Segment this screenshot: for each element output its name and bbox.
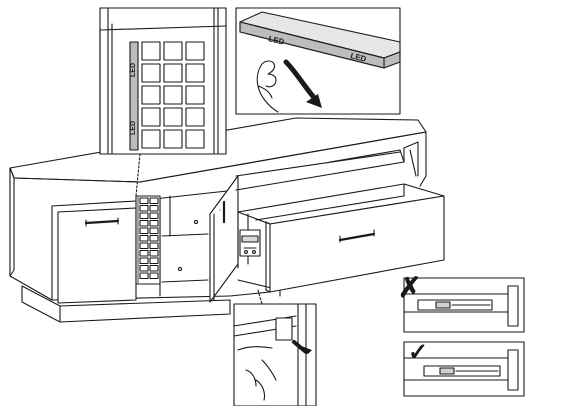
grid-cell	[139, 204, 149, 212]
incorrect-mark-icon: ✗	[398, 272, 421, 303]
grid-cell	[185, 107, 205, 127]
grid-cell	[139, 249, 149, 257]
grid-cell	[185, 63, 205, 83]
leader-line-door	[257, 289, 263, 305]
detail-grid-closeup: LED LED	[99, 7, 227, 155]
grid-cell	[139, 257, 149, 265]
led-label-grid-top: LED	[130, 63, 137, 77]
left-door-handle	[84, 219, 120, 225]
drawer-runner	[239, 229, 261, 257]
grid-cell	[149, 219, 159, 227]
open-drawer	[237, 183, 445, 293]
grid-cell	[149, 204, 159, 212]
grid-cell	[149, 264, 159, 272]
grid-cell	[139, 272, 149, 280]
grid-cell	[185, 129, 205, 149]
left-door	[57, 207, 137, 304]
grid-cell	[163, 107, 183, 127]
hand-icon	[256, 60, 279, 113]
leader-line-grid	[135, 153, 141, 197]
grid-cell	[149, 257, 159, 265]
grid-cell	[149, 197, 159, 205]
drawer-front	[269, 195, 445, 293]
grid-cell	[163, 85, 183, 105]
led-glass-panel	[135, 195, 161, 285]
grid-cell	[139, 264, 149, 272]
led-label-strip-left: LED	[268, 34, 286, 47]
grid-cell	[149, 234, 159, 242]
grid-cell	[163, 63, 183, 83]
grid-cell	[149, 249, 159, 257]
grid-cell	[139, 197, 149, 205]
led-label-strip-right: LED	[350, 51, 368, 64]
detail-door-push	[233, 303, 317, 406]
grid-cell	[185, 85, 205, 105]
grid-cell	[149, 242, 159, 250]
grid-cell	[139, 234, 149, 242]
grid-cell	[139, 219, 149, 227]
grid-cell	[149, 272, 159, 280]
grid-cell	[185, 41, 205, 61]
grid-cell	[141, 107, 161, 127]
detail-runner-correct: ✓	[403, 339, 525, 397]
grid-cell	[141, 129, 161, 149]
grid-cell	[141, 85, 161, 105]
grid-cell	[163, 129, 183, 149]
grid-cell	[139, 227, 149, 235]
correct-mark-icon: ✓	[408, 339, 428, 366]
grid-cell	[141, 63, 161, 83]
grid-cell	[149, 212, 159, 220]
rotate-arrow-icon	[283, 59, 319, 103]
grid-cell	[149, 227, 159, 235]
led-label-grid-bottom: LED	[130, 121, 137, 135]
detail-runner-incorrect: ✗	[398, 272, 525, 333]
hand-push-icon	[237, 346, 277, 401]
grid-cell	[139, 212, 149, 220]
drawer-handle	[338, 232, 376, 242]
grid-cell	[141, 41, 161, 61]
grid-cell	[139, 242, 149, 250]
grid-cell	[163, 41, 183, 61]
tv-cabinet	[9, 117, 427, 323]
detail-led-strip: LED LED	[235, 7, 401, 115]
